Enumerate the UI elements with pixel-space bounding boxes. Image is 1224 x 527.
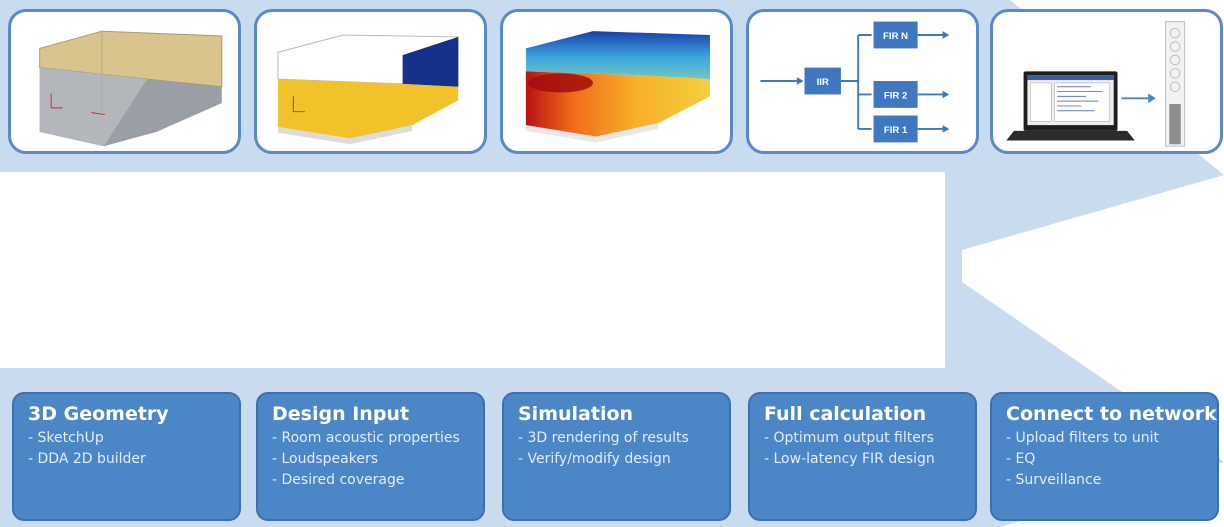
thumb-full-calculation: IIR FIR N FIR 2 FIR 1 <box>746 9 979 154</box>
step-card-full-calculation: Full calculation - Optimum output filter… <box>748 392 977 521</box>
filter-box-fir-1: FIR 1 <box>884 125 908 136</box>
step-card-simulation: Simulation - 3D rendering of results - V… <box>502 392 731 521</box>
thumb-connect-to-network <box>990 9 1223 154</box>
step-title: 3D Geometry <box>28 403 169 425</box>
step-card-3d-geometry: 3D Geometry - SketchUp - DDA 2D builder <box>12 392 241 521</box>
step-bullet: - Room acoustic properties <box>272 430 460 446</box>
step-bullet: - Optimum output filters <box>764 430 934 446</box>
step-bullet: - 3D rendering of results <box>518 430 689 446</box>
step-bullet: - Desired coverage <box>272 472 405 488</box>
step-title: Full calculation <box>764 403 927 425</box>
step-bullet: - Surveillance <box>1006 472 1102 488</box>
thumb-simulation <box>500 9 733 154</box>
room-geometry-icon <box>39 30 223 147</box>
step-title: Connect to network <box>1006 403 1217 425</box>
step-bullet: - Upload filters to unit <box>1006 430 1159 446</box>
step-bullet: - Loudspeakers <box>272 451 379 467</box>
step-bullet: - EQ <box>1006 451 1036 467</box>
step-bullet: - Verify/modify design <box>518 451 671 467</box>
filter-box-iir: IIR <box>817 77 829 88</box>
step-bullet: - DDA 2D builder <box>28 451 146 467</box>
step-bullet: - SketchUp <box>28 430 104 446</box>
thumb-design-input <box>254 9 487 154</box>
step-card-connect-to-network: Connect to network - Upload filters to u… <box>990 392 1219 521</box>
filter-box-fir-n: FIR N <box>883 31 908 42</box>
thumb-3d-geometry <box>8 9 241 154</box>
step-bullet: - Low-latency FIR design <box>764 451 935 467</box>
step-title: Design Input <box>272 403 410 425</box>
laptop-column-speaker-icon <box>1006 21 1186 147</box>
filter-box-fir-2: FIR 2 <box>884 90 907 101</box>
step-card-design-input: Design Input - Room acoustic properties … <box>256 392 485 521</box>
sound-heatmap-icon <box>525 31 710 143</box>
step-title: Simulation <box>518 403 634 425</box>
room-loudspeaker-icon <box>277 34 459 145</box>
filter-chain-icon: IIR FIR N FIR 2 FIR 1 <box>760 21 950 143</box>
